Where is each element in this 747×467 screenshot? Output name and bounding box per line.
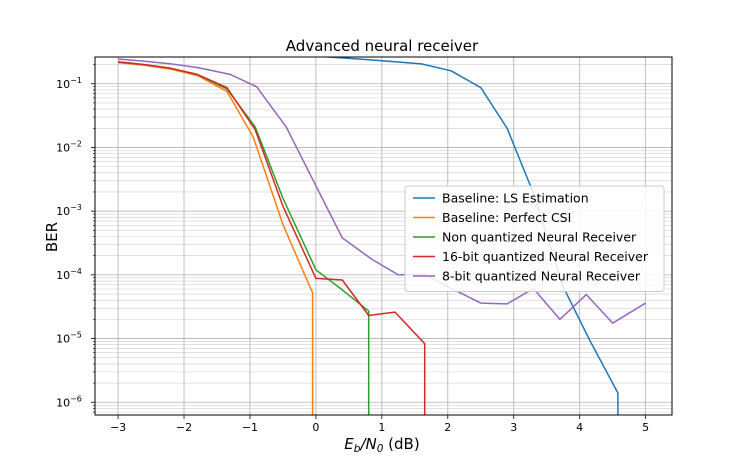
plot-frame [94, 56, 673, 416]
x-tick-label: 3 [510, 421, 517, 434]
series-line-5 [118, 58, 646, 324]
x-tick-label: 5 [642, 421, 649, 434]
x-tick-label: 2 [444, 421, 451, 434]
chart-title: Advanced neural receiver [286, 37, 479, 55]
legend-label: 16-bit quantized Neural Receiver [442, 249, 649, 264]
x-axis-ticks: −3 −2 −1 0 1 2 3 4 5 [110, 415, 649, 434]
y-axis-ticks: 10−6 10−5 10−4 10−3 10−2 10−1 [56, 64, 95, 413]
legend-label: Non quantized Neural Receiver [442, 230, 637, 245]
series-layer [118, 57, 646, 415]
y-tick-label: 10−6 [56, 394, 82, 409]
legend-label: 8-bit quantized Neural Receiver [442, 269, 641, 284]
legend-label: Baseline: LS Estimation [442, 191, 589, 206]
x-axis-label: Eb/N0 (dB) [344, 435, 419, 455]
y-tick-label: 10−3 [56, 203, 82, 218]
x-tick-label: −1 [242, 421, 258, 434]
x-tick-label: 4 [576, 421, 583, 434]
y-tick-label: 10−5 [56, 331, 82, 346]
x-label-e: E [344, 435, 354, 453]
legend-box [404, 185, 665, 292]
x-label-unit: (dB) [383, 435, 419, 453]
x-tick-label: 0 [312, 421, 319, 434]
x-tick-label: 1 [378, 421, 385, 434]
legend-label: Baseline: Perfect CSI [442, 210, 571, 225]
y-tick-label: 10−2 [56, 139, 82, 154]
x-tick-label: −3 [110, 421, 126, 434]
x-tick-label: −2 [176, 421, 192, 434]
y-axis-label: BER [43, 222, 61, 252]
y-tick-label: 10−4 [56, 267, 82, 282]
x-label-sub-b: b [354, 443, 361, 455]
x-label-sub-0: 0 [377, 443, 384, 455]
y-tick-label: 10−1 [56, 76, 82, 91]
series-line-4 [118, 61, 426, 415]
x-label-n: /N [358, 435, 376, 453]
